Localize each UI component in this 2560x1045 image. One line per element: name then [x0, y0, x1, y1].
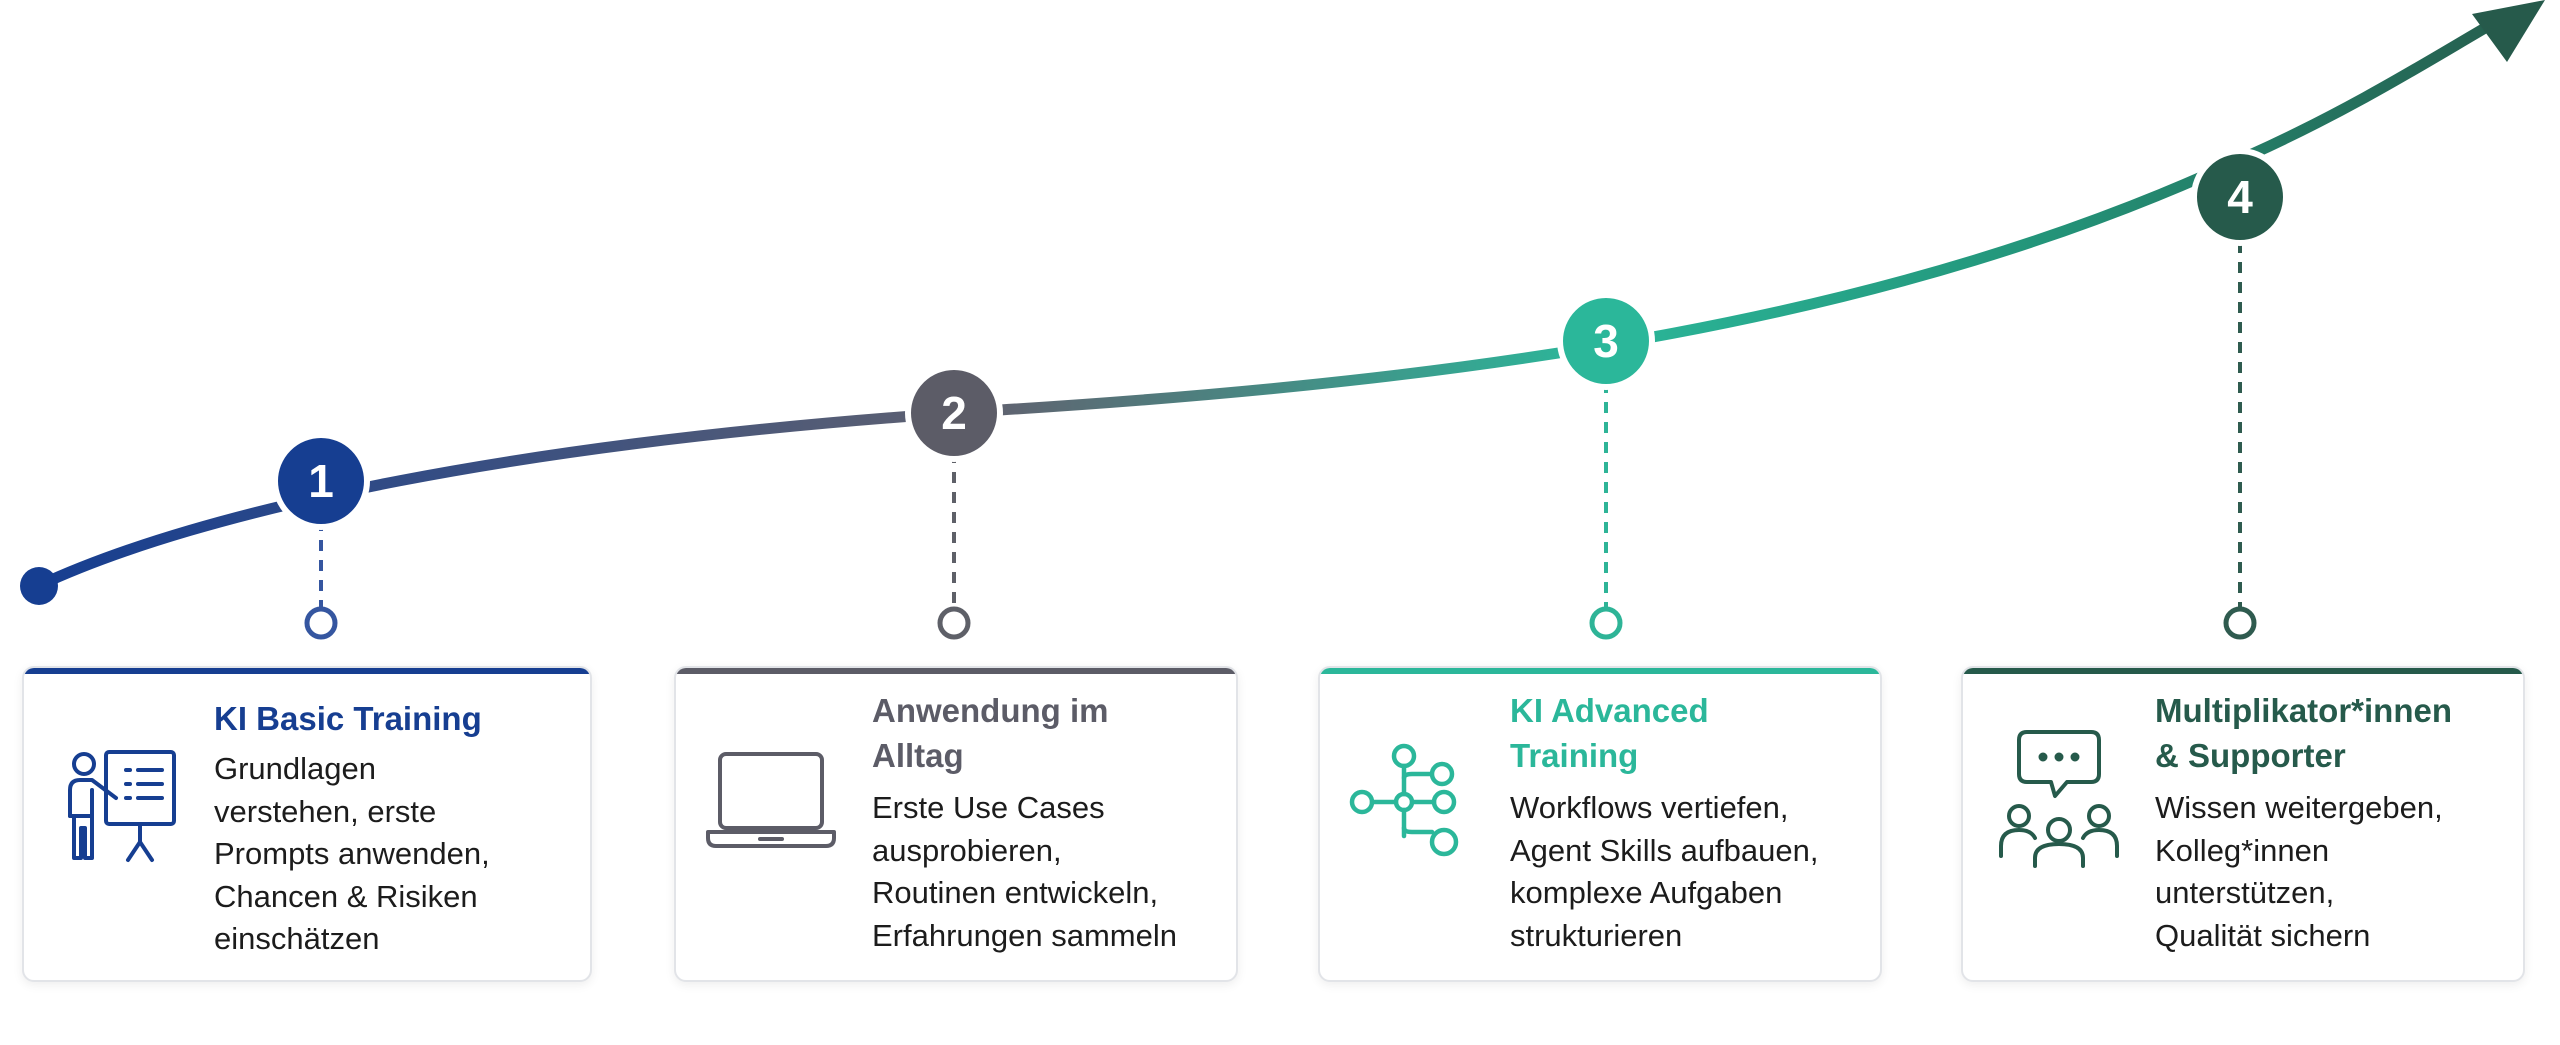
stage-description-1: Grundlagen verstehen, erste Prompts anwe…	[214, 748, 490, 961]
path-start-dot	[20, 567, 58, 605]
connector-ring-1	[304, 606, 338, 640]
connector-ring-2	[937, 606, 971, 640]
stage-description-line: unterstützen,	[2155, 875, 2335, 910]
laptop-icon	[706, 752, 836, 848]
stage-description-line: Erste Use Cases	[872, 790, 1105, 825]
presenter-whiteboard-icon	[68, 750, 176, 862]
stage-title-line: Alltag	[872, 737, 964, 774]
stage-description-2: Erste Use Cases ausprobieren, Routinen e…	[872, 787, 1177, 957]
stage-title-4: Multiplikator*innen & Supporter	[2155, 688, 2452, 778]
stage-description-line: Prompts anwenden,	[214, 836, 490, 871]
step-marker-1: 1	[272, 432, 370, 530]
stage-card-3: KI Advanced Training Workflows vertiefen…	[1318, 666, 1882, 982]
stage-description-line: Agent Skills aufbauen,	[1510, 832, 1819, 868]
step-number-2: 2	[941, 387, 967, 439]
stage-description-4: Wissen weitergeben, Kolleg*innen unterst…	[2155, 787, 2443, 957]
step-marker-3: 3	[1557, 292, 1655, 390]
workflow-nodes-icon	[1349, 743, 1459, 857]
stage-description-line: Wissen weitergeben,	[2155, 790, 2443, 825]
stage-description-line: strukturieren	[1510, 917, 1683, 953]
stage-title-2: Anwendung im Alltag	[872, 688, 1108, 778]
stage-description-line: ausprobieren,	[872, 832, 1062, 868]
stage-description-line: verstehen, erste	[214, 793, 437, 829]
stage-title-line: Anwendung im	[872, 692, 1109, 729]
step-number-3: 3	[1593, 315, 1619, 367]
stage-title-line: KI Basic Training	[214, 700, 482, 737]
step-number-1: 1	[308, 455, 334, 507]
stage-card-1: KI Basic Training Grundlagen verstehen, …	[22, 666, 592, 982]
stage-title-3: KI Advanced Training	[1510, 688, 1709, 778]
step-marker-2: 2	[905, 364, 1003, 462]
stage-description-line: Workflows vertiefen,	[1510, 790, 1789, 825]
stage-description-line: Qualität sichern	[2155, 917, 2371, 953]
stage-description-line: Routinen entwickeln,	[872, 875, 1159, 910]
step-number-4: 4	[2227, 171, 2253, 223]
stage-description-line: Kolleg*innen	[2155, 832, 2330, 868]
connector-ring-3	[1589, 606, 1623, 640]
stage-title-line: KI Advanced	[1510, 692, 1709, 729]
stage-title-line: Multiplikator*innen	[2155, 692, 2452, 729]
connector-ring-4	[2223, 606, 2257, 640]
people-chat-icon	[1999, 730, 2119, 868]
stage-card-2: Anwendung im Alltag Erste Use Cases ausp…	[674, 666, 1238, 982]
stage-description-line: Chancen & Risiken	[214, 878, 478, 914]
card-accent-bar	[1963, 668, 2523, 674]
stage-description-line: komplexe Aufgaben	[1510, 875, 1783, 910]
stage-description-3: Workflows vertiefen, Agent Skills aufbau…	[1510, 787, 1819, 957]
card-accent-bar	[1320, 668, 1880, 674]
stage-description-line: einschätzen	[214, 921, 380, 956]
card-accent-bar	[676, 668, 1236, 674]
stage-title-line: & Supporter	[2155, 737, 2346, 774]
card-accent-bar	[24, 668, 590, 674]
stage-title-1: KI Basic Training	[214, 696, 482, 741]
stage-description-line: Grundlagen	[214, 751, 377, 786]
arrow-head-icon	[2472, 0, 2545, 62]
stage-description-line: Erfahrungen sammeln	[872, 917, 1177, 953]
stage-title-line: Training	[1510, 737, 1639, 774]
growth-path-line	[32, 22, 2491, 592]
step-marker-4: 4	[2191, 148, 2289, 246]
stage-card-4: Multiplikator*innen & Supporter Wissen w…	[1961, 666, 2525, 982]
